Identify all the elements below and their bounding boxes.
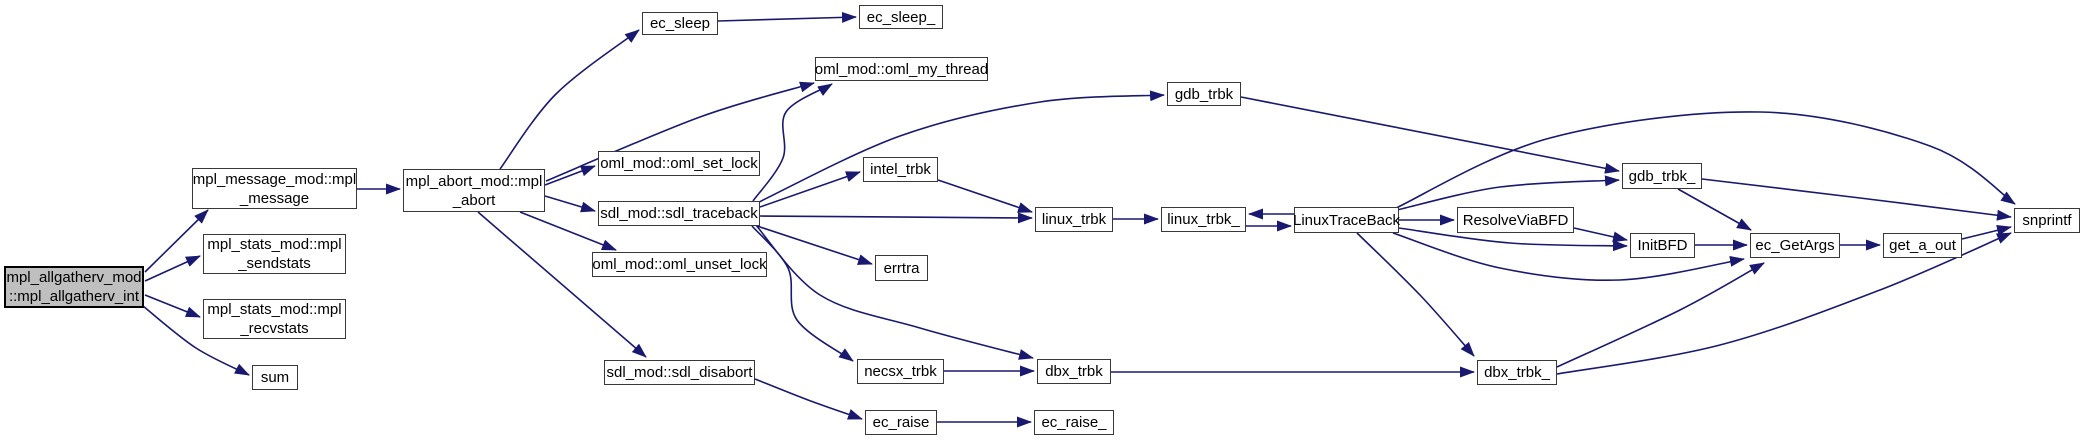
- edge-dbx_trbk_-to-snprintf: [1556, 232, 2012, 375]
- edge-LinuxTraceBack-to-snprintf: [1393, 111, 2016, 210]
- edge-ResolveViaBFD-to-InitBFD: [1573, 227, 1628, 243]
- node-label: necsx_trbk: [864, 363, 937, 380]
- edge-get_a_out-to-snprintf: [1961, 224, 2012, 240]
- node-label: LinuxTraceBack: [1293, 211, 1400, 229]
- node-label: gdb_trbk: [1174, 85, 1234, 103]
- node-ec_sleep_[interactable]: ec_sleep_: [859, 5, 943, 29]
- node-linux_trbk_[interactable]: linux_trbk_: [1161, 207, 1246, 232]
- edge-mpl_allgatherv_int-to-mpl_message: [144, 209, 209, 273]
- edge-LinuxTraceBack-to-ec_GetArgs: [1392, 232, 1745, 282]
- node-intel_trbk[interactable]: intel_trbk: [863, 157, 938, 182]
- edge-mpl_abort-to-oml_set_lock: [544, 165, 596, 186]
- node-label: mpl_stats_mod::mpl _sendstats: [207, 236, 342, 272]
- edge-LinuxTraceBack-to-dbx_trbk_: [1356, 232, 1475, 357]
- node-sdl_disabort[interactable]: sdl_mod::sdl_disabort: [604, 360, 755, 385]
- node-label: InitBFD: [1637, 237, 1688, 254]
- node-sdl_traceback[interactable]: sdl_mod::sdl_traceback: [598, 201, 760, 226]
- edge-dbx_trbk_-to-ec_GetArgs: [1556, 262, 1765, 368]
- node-dbx_trbk_[interactable]: dbx_trbk_: [1477, 360, 1557, 385]
- node-label: dbx_trbk: [1045, 363, 1103, 380]
- node-errtra[interactable]: errtra: [875, 255, 928, 281]
- node-label: sum: [260, 369, 290, 386]
- node-ResolveViaBFD[interactable]: ResolveViaBFD: [1457, 207, 1574, 233]
- edge-ec_sleep-to-ec_sleep_: [717, 11, 857, 23]
- node-label: sdl_mod::sdl_traceback: [600, 205, 758, 222]
- node-label: oml_mod::oml_my_thread: [814, 60, 989, 78]
- node-label: mpl_allgatherv_mod ::mpl_allgatherv_int: [6, 269, 142, 305]
- node-label: sdl_mod::sdl_disabort: [606, 364, 753, 381]
- edge-sdl_traceback-to-linux_trbk: [759, 212, 1033, 224]
- edge-LinuxTraceBack-to-InitBFD: [1398, 227, 1628, 252]
- node-oml_my_thread[interactable]: oml_mod::oml_my_thread: [815, 57, 988, 81]
- node-label: oml_mod::oml_unset_lock: [592, 256, 767, 273]
- node-oml_set_lock[interactable]: oml_mod::oml_set_lock: [598, 151, 760, 176]
- node-label: errtra: [883, 259, 920, 277]
- edge-intel_trbk-to-linux_trbk: [937, 179, 1033, 213]
- node-mpl_recvstats[interactable]: mpl_stats_mod::mpl _recvstats: [203, 299, 346, 339]
- node-mpl_abort[interactable]: mpl_abort_mod::mpl _abort: [403, 169, 545, 212]
- node-ec_raise_[interactable]: ec_raise_: [1034, 410, 1114, 435]
- node-label: ResolveViaBFD: [1462, 211, 1569, 229]
- edge-gdb_trbk_-to-ec_GetArgs: [1677, 188, 1752, 231]
- node-label: gdb_trbk_: [1628, 167, 1696, 185]
- node-label: mpl_stats_mod::mpl _recvstats: [207, 301, 342, 337]
- node-label: ec_sleep_: [866, 8, 936, 26]
- node-ec_sleep[interactable]: ec_sleep: [642, 12, 718, 35]
- edge-sdl_disabort-to-ec_raise: [754, 378, 863, 420]
- node-label: linux_trbk_: [1167, 211, 1240, 228]
- edge-sdl_traceback-to-necsx_trbk: [751, 225, 854, 362]
- edge-sdl_traceback-to-errtra: [756, 225, 873, 265]
- node-mpl_allgatherv_int: mpl_allgatherv_mod ::mpl_allgatherv_int: [4, 266, 144, 308]
- node-InitBFD[interactable]: InitBFD: [1630, 233, 1695, 258]
- edge-mpl_abort-to-ec_sleep: [499, 29, 640, 170]
- edge-LinuxTraceBack-to-gdb_trbk_: [1396, 175, 1620, 211]
- node-label: ec_GetArgs: [1755, 237, 1835, 254]
- node-label: mpl_abort_mod::mpl _abort: [405, 172, 543, 209]
- node-dbx_trbk[interactable]: dbx_trbk: [1037, 359, 1111, 384]
- node-label: ec_raise: [872, 414, 930, 431]
- node-mpl_message[interactable]: mpl_message_mod::mpl _message: [192, 168, 357, 209]
- node-label: ec_sleep: [649, 15, 711, 32]
- node-sum[interactable]: sum: [252, 365, 298, 390]
- node-mpl_sendstats[interactable]: mpl_stats_mod::mpl _sendstats: [203, 234, 346, 274]
- node-snprintf[interactable]: snprintf: [2014, 208, 2080, 233]
- edge-mpl_allgatherv_int-to-mpl_recvstats: [144, 294, 201, 318]
- node-label: get_a_out: [1889, 237, 1956, 254]
- node-linux_trbk[interactable]: linux_trbk: [1035, 207, 1113, 232]
- edge-mpl_abort-to-oml_unset_lock: [519, 211, 617, 251]
- edge-mpl_allgatherv_int-to-sum: [142, 305, 250, 376]
- node-oml_unset_lock[interactable]: oml_mod::oml_unset_lock: [592, 252, 767, 277]
- edge-gdb_trbk_-to-snprintf: [1701, 178, 2012, 221]
- node-gdb_trbk[interactable]: gdb_trbk: [1167, 82, 1241, 106]
- node-get_a_out[interactable]: get_a_out: [1883, 233, 1962, 258]
- node-label: mpl_message_mod::mpl _message: [192, 170, 357, 207]
- node-label: snprintf: [2022, 212, 2072, 229]
- edge-mpl_allgatherv_int-to-mpl_sendstats: [144, 255, 201, 282]
- node-gdb_trbk_[interactable]: gdb_trbk_: [1622, 163, 1702, 189]
- node-label: ec_raise_: [1041, 414, 1107, 431]
- edge-mpl_abort-to-sdl_disabort: [477, 211, 647, 358]
- node-ec_GetArgs[interactable]: ec_GetArgs: [1750, 233, 1840, 258]
- edge-sdl_traceback-to-oml_my_thread: [752, 83, 833, 202]
- node-label: intel_trbk: [870, 161, 931, 178]
- node-label: dbx_trbk_: [1484, 364, 1550, 381]
- node-label: linux_trbk: [1041, 211, 1107, 228]
- node-ec_raise[interactable]: ec_raise: [865, 410, 937, 435]
- edge-sdl_traceback-to-intel_trbk: [759, 171, 861, 208]
- edge-sdl_traceback-to-gdb_trbk: [756, 90, 1165, 204]
- node-necsx_trbk[interactable]: necsx_trbk: [857, 359, 944, 384]
- edge-gdb_trbk-to-gdb_trbk_: [1240, 96, 1620, 174]
- edge-mpl_abort-to-sdl_traceback: [544, 195, 596, 213]
- node-LinuxTraceBack[interactable]: LinuxTraceBack: [1293, 207, 1400, 233]
- edge-sdl_traceback-to-dbx_trbk: [754, 223, 1034, 360]
- edge-mpl_abort-to-oml_my_thread: [545, 81, 815, 182]
- node-label: oml_mod::oml_set_lock: [600, 155, 758, 172]
